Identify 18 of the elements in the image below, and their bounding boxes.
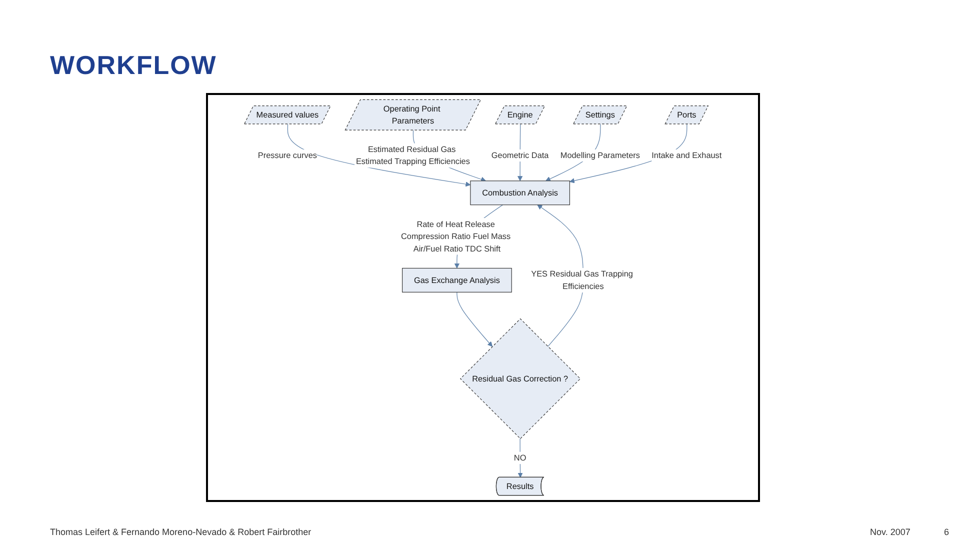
edge-label: Rate of Heat Release Compression Ratio Fuel Mass Air/Fuel Ratio TDC Shift [401,219,511,254]
page-number: 6 [944,527,950,537]
date-text: Nov. 2007 [870,527,910,537]
arrow [456,292,493,347]
edge-label: Modelling Parameters [560,150,640,160]
edge-label: NO [514,452,526,462]
edge-label: Estimated Residual Gas Estimated Trapping Efficiencies [356,144,470,166]
node-box [470,180,570,206]
edge-label: Geometric Data [491,150,549,160]
slide-title: WORKFLOW [50,50,217,81]
edge-label: YES Residual Gas Trapping Efficiencies [531,269,633,291]
node-diamond [460,318,581,440]
edge-label: Intake and Exhaust [652,150,722,160]
node-box [402,268,512,292]
arrow [518,438,523,478]
author-line: Thomas Leifert & Fernando Moreno-Nevado & Robert Fairbrother [50,527,312,537]
edge-label: Pressure curves [258,150,318,160]
diagram-frame: Pressure curves Estimated Residual Gas Estimated Trapping Efficiencies Geometric Data Modelling Parameters Intake and Exhaust Rate of Heat Release Compression Ratio Fuel Mass Air/Fuel Ratio TDC Shift YES Residual Gas Trapping Efficiencies NO Measured values Operating Point Parameters Engine Settings Ports Combustion Analysis Gas Exchange Analysis Residual Gas Correction ? Results [206,93,760,502]
